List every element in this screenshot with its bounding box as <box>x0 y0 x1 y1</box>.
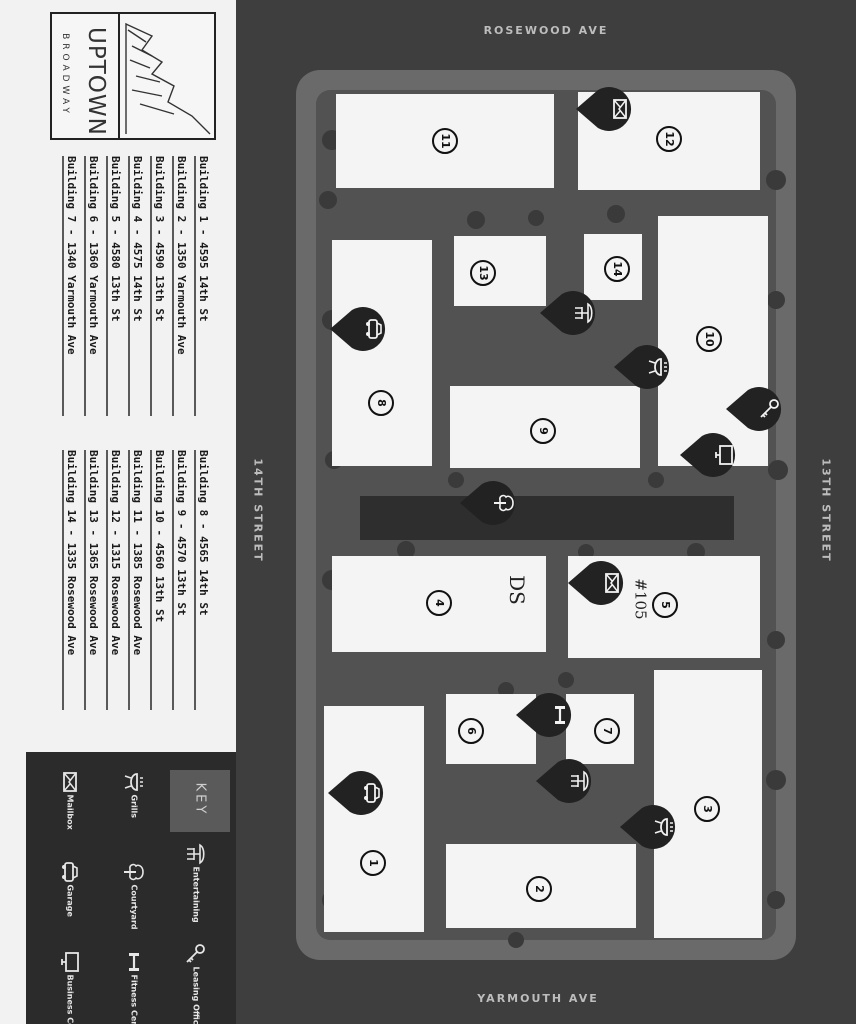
building-number-10: 10 <box>696 326 722 352</box>
building-number-1: 1 <box>360 850 386 876</box>
key-label-computer: Business Center <box>65 974 75 1024</box>
mountain-logo-icon <box>125 22 211 135</box>
pin-entertaining-north <box>536 288 612 342</box>
logo-subtitle: BROADWAY <box>60 33 70 117</box>
car-icon <box>58 860 82 884</box>
building-address-3: Building 3 - 4590 13th St <box>150 156 166 416</box>
building-address-7: Building 7 - 1340 Yarmouth Ave <box>62 156 78 416</box>
street-label-13th: 13TH STREET <box>819 458 833 563</box>
key-tab: KEY <box>170 770 230 832</box>
grill-icon <box>122 770 146 794</box>
building-number-13: 13 <box>470 260 496 286</box>
building-address-8: Building 8 - 4565 14th St <box>194 450 210 710</box>
pin-garage-8 <box>326 304 402 358</box>
key-title: KEY <box>192 782 208 817</box>
site-map: 11 12 13 14 10 8 9 4 5 6 7 3 1 2 ROSEWOO… <box>236 0 856 1024</box>
mail-icon <box>58 770 82 794</box>
building-number-9: 9 <box>530 418 556 444</box>
building-number-6: 6 <box>458 718 484 744</box>
building-13 <box>454 236 546 306</box>
building-number-7: 7 <box>594 718 620 744</box>
logo-divider <box>118 14 120 138</box>
key-label-entertaining: Entertaining <box>191 866 201 923</box>
street-label-14th: 14TH STREET <box>251 458 265 563</box>
key-label-dumbbell: Fitness Center <box>129 974 139 1024</box>
pin-garage-1 <box>324 768 400 822</box>
building-address-9: Building 9 - 4570 13th St <box>172 450 188 710</box>
pin-grill-3 <box>616 802 692 856</box>
pin-mailbox-5 <box>564 558 640 612</box>
building-address-5: Building 5 - 4580 13th St <box>106 156 122 416</box>
tree-icon <box>122 860 146 884</box>
entertaining-icon <box>184 842 208 866</box>
logo-title: UPTOWN <box>83 27 109 136</box>
building-address-2: Building 2 - 1350 Yarmouth Ave <box>172 156 188 416</box>
pin-fitness-center <box>512 690 588 744</box>
building-address-11: Building 11 - 1385 Rosewood Ave <box>128 450 144 710</box>
street-label-yarmouth: YARMOUTH AVE <box>477 992 599 1005</box>
building-8 <box>332 240 432 466</box>
logo: UPTOWN BROADWAY <box>50 12 216 140</box>
building-address-14: Building 14 - 1335 Rosewood Ave <box>62 450 78 710</box>
building-1 <box>324 706 424 932</box>
handwritten-note-ds: DS <box>504 575 529 605</box>
building-address-12: Building 12 - 1315 Rosewood Ave <box>106 450 122 710</box>
building-number-5: 5 <box>652 592 678 618</box>
pin-entertaining-south <box>532 756 608 810</box>
building-number-11: 11 <box>432 128 458 154</box>
pin-grill-10 <box>610 342 686 396</box>
computer-icon <box>58 950 82 974</box>
building-address-6: Building 6 - 1360 Yarmouth Ave <box>84 156 100 416</box>
building-address-13: Building 13 - 1365 Rosewood Ave <box>84 450 100 710</box>
key-label-key: Leasing Office <box>191 966 201 1024</box>
building-number-12: 12 <box>656 126 682 152</box>
building-address-4: Building 4 - 4575 14th St <box>128 156 144 416</box>
key-icon <box>184 942 208 966</box>
building-number-4: 4 <box>426 590 452 616</box>
pin-business-center <box>676 430 752 484</box>
building-number-8: 8 <box>368 390 394 416</box>
pin-mailbox-12 <box>572 84 648 138</box>
building-number-3: 3 <box>694 796 720 822</box>
building-address-10: Building 10 - 4560 13th St <box>150 450 166 710</box>
dumbbell-icon <box>122 950 146 974</box>
street-label-rosewood: ROSEWOOD AVE <box>483 24 609 37</box>
pin-courtyard <box>456 478 532 532</box>
building-number-2: 2 <box>526 876 552 902</box>
building-address-1: Building 1 - 4595 14th St <box>194 156 210 416</box>
building-number-14: 14 <box>604 256 630 282</box>
pin-leasing-office <box>722 384 798 438</box>
